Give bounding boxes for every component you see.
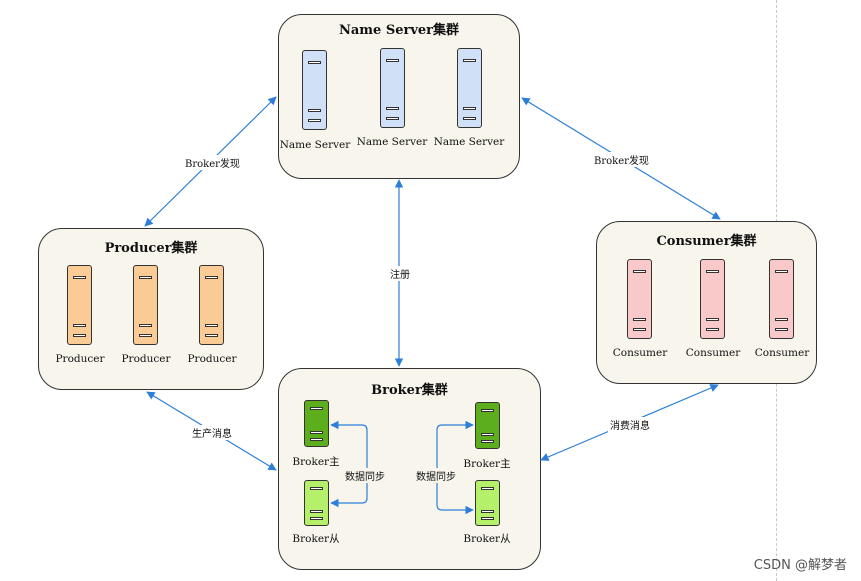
consumer-server-icon [769, 259, 794, 339]
consumer-node-label: Consumer [754, 347, 810, 359]
edge-label-broker-discovery-left: Broker发现 [183, 155, 242, 170]
producer-server-icon [67, 265, 92, 345]
producer-node-label: Producer [187, 353, 237, 365]
broker-slave-label: Broker从 [463, 533, 511, 545]
consumer-server-icon [700, 259, 725, 339]
producer-node-label: Producer [55, 353, 105, 365]
nameserver-node-label: Name Server [279, 139, 351, 151]
producer-node-label: Producer [121, 353, 171, 365]
producer-server-icon [133, 265, 158, 345]
consumer-cluster-title: Consumer集群 [656, 234, 757, 249]
edge-label-broker-discovery-right: Broker发现 [592, 152, 651, 167]
edge-sync-left [330, 420, 368, 508]
producer-server-icon [199, 265, 224, 345]
broker-slave-server-icon [475, 480, 500, 526]
nameserver-server-icon [457, 48, 482, 128]
watermark: CSDN @解梦者 [753, 558, 847, 573]
nameserver-server-icon [380, 48, 405, 128]
edge-label-consume-message: 消费消息 [608, 417, 652, 432]
broker-master-label: Broker主 [463, 458, 511, 470]
broker-master-server-icon [304, 400, 329, 447]
broker-master-server-icon [475, 402, 500, 449]
consumer-node-label: Consumer [612, 347, 668, 359]
broker-cluster-title: Broker集群 [371, 383, 448, 398]
edge-label-register: 注册 [388, 266, 412, 281]
nameserver-server-icon [302, 50, 327, 130]
nameserver-node-label: Name Server [433, 136, 505, 148]
edge-label-produce-message: 生产消息 [190, 425, 234, 440]
nameserver-cluster-title: Name Server集群 [338, 23, 460, 38]
consumer-node-label: Consumer [685, 347, 741, 359]
producer-cluster-title: Producer集群 [104, 241, 198, 256]
edge-label-data-sync-left: 数据同步 [343, 468, 387, 483]
broker-slave-server-icon [304, 480, 329, 526]
edge-label-data-sync-right: 数据同步 [414, 468, 458, 483]
nameserver-node-label: Name Server [356, 136, 428, 148]
edge-sync-right [436, 420, 474, 515]
broker-slave-label: Broker从 [292, 533, 340, 545]
broker-master-label: Broker主 [292, 456, 340, 468]
consumer-server-icon [627, 259, 652, 339]
